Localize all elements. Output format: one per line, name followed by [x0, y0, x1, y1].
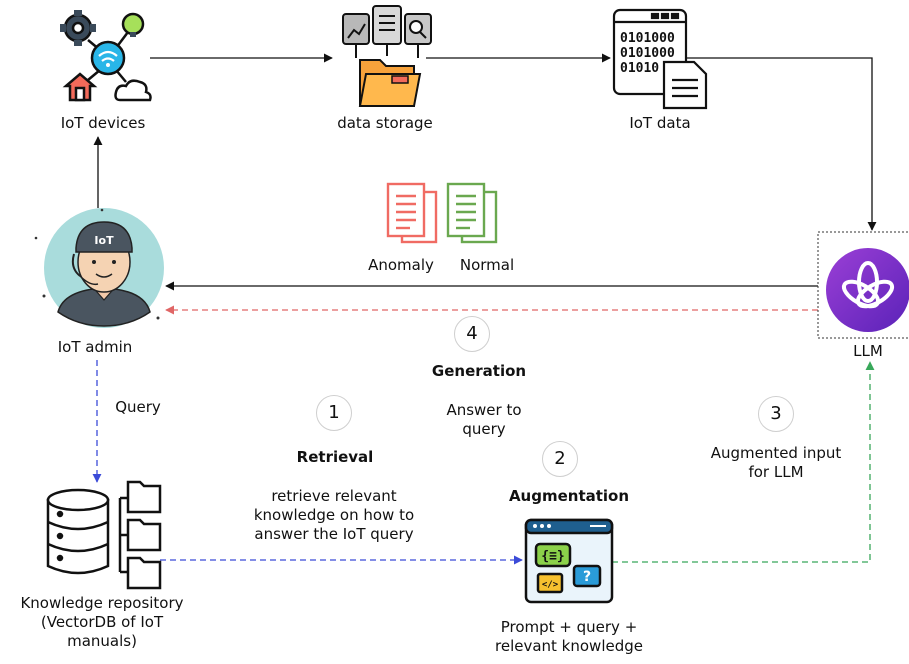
step-3-badge: 3: [758, 396, 794, 432]
label-query: Query: [115, 398, 161, 416]
svg-text:0101000: 0101000: [620, 31, 675, 46]
step-2-badge: 2: [542, 441, 578, 477]
step-2-title: Augmentation: [508, 487, 630, 505]
label-knowledge-repository: Knowledge repository (VectorDB of IoT ma…: [20, 594, 184, 650]
admin-avatar-icon: IoT: [34, 208, 164, 328]
anomaly-document-icon: [386, 182, 438, 244]
label-llm: LLM: [853, 342, 883, 360]
svg-text:IoT: IoT: [94, 234, 114, 247]
step-4-badge: 4: [454, 316, 490, 352]
label-normal: Normal: [459, 256, 515, 274]
svg-text:?: ?: [583, 569, 591, 585]
step-4-title: Generation: [431, 362, 527, 380]
iot-data-icon: 0101000 0101000 01010: [612, 8, 708, 110]
iot-devices-icon: [60, 10, 152, 102]
label-iot-data: IoT data: [629, 114, 691, 132]
label-iot-devices: IoT devices: [60, 114, 146, 132]
svg-text:{≡}: {≡}: [541, 549, 564, 564]
database-icon: [46, 480, 162, 590]
svg-text:</>: </>: [542, 580, 559, 590]
flow-arrows: [92, 53, 877, 565]
step-3-description: Augmented input for LLM: [710, 444, 842, 481]
step-4-description: Answer to query: [446, 401, 522, 438]
svg-text:01010: 01010: [620, 61, 659, 76]
label-iot-admin: IoT admin: [57, 338, 133, 356]
svg-text:0101000: 0101000: [620, 46, 675, 61]
label-anomaly: Anomaly: [368, 256, 434, 274]
label-prompt: Prompt + query + relevant knowledge: [495, 618, 643, 655]
prompt-window-icon: {≡} ? </>: [524, 518, 614, 604]
step-1-title: Retrieval: [296, 448, 374, 466]
step-1-badge: 1: [316, 395, 352, 431]
step-1-description: retrieve relevant knowledge on how to an…: [253, 487, 415, 543]
label-data-storage: data storage: [337, 114, 433, 132]
llm-box: [817, 231, 909, 339]
arrow-prompt-to-llm: [612, 361, 875, 563]
data-storage-icon: [342, 5, 432, 107]
arrow-data-to-llm: [685, 57, 877, 231]
normal-document-icon: [446, 182, 498, 244]
openai-logo-icon: [841, 261, 895, 309]
